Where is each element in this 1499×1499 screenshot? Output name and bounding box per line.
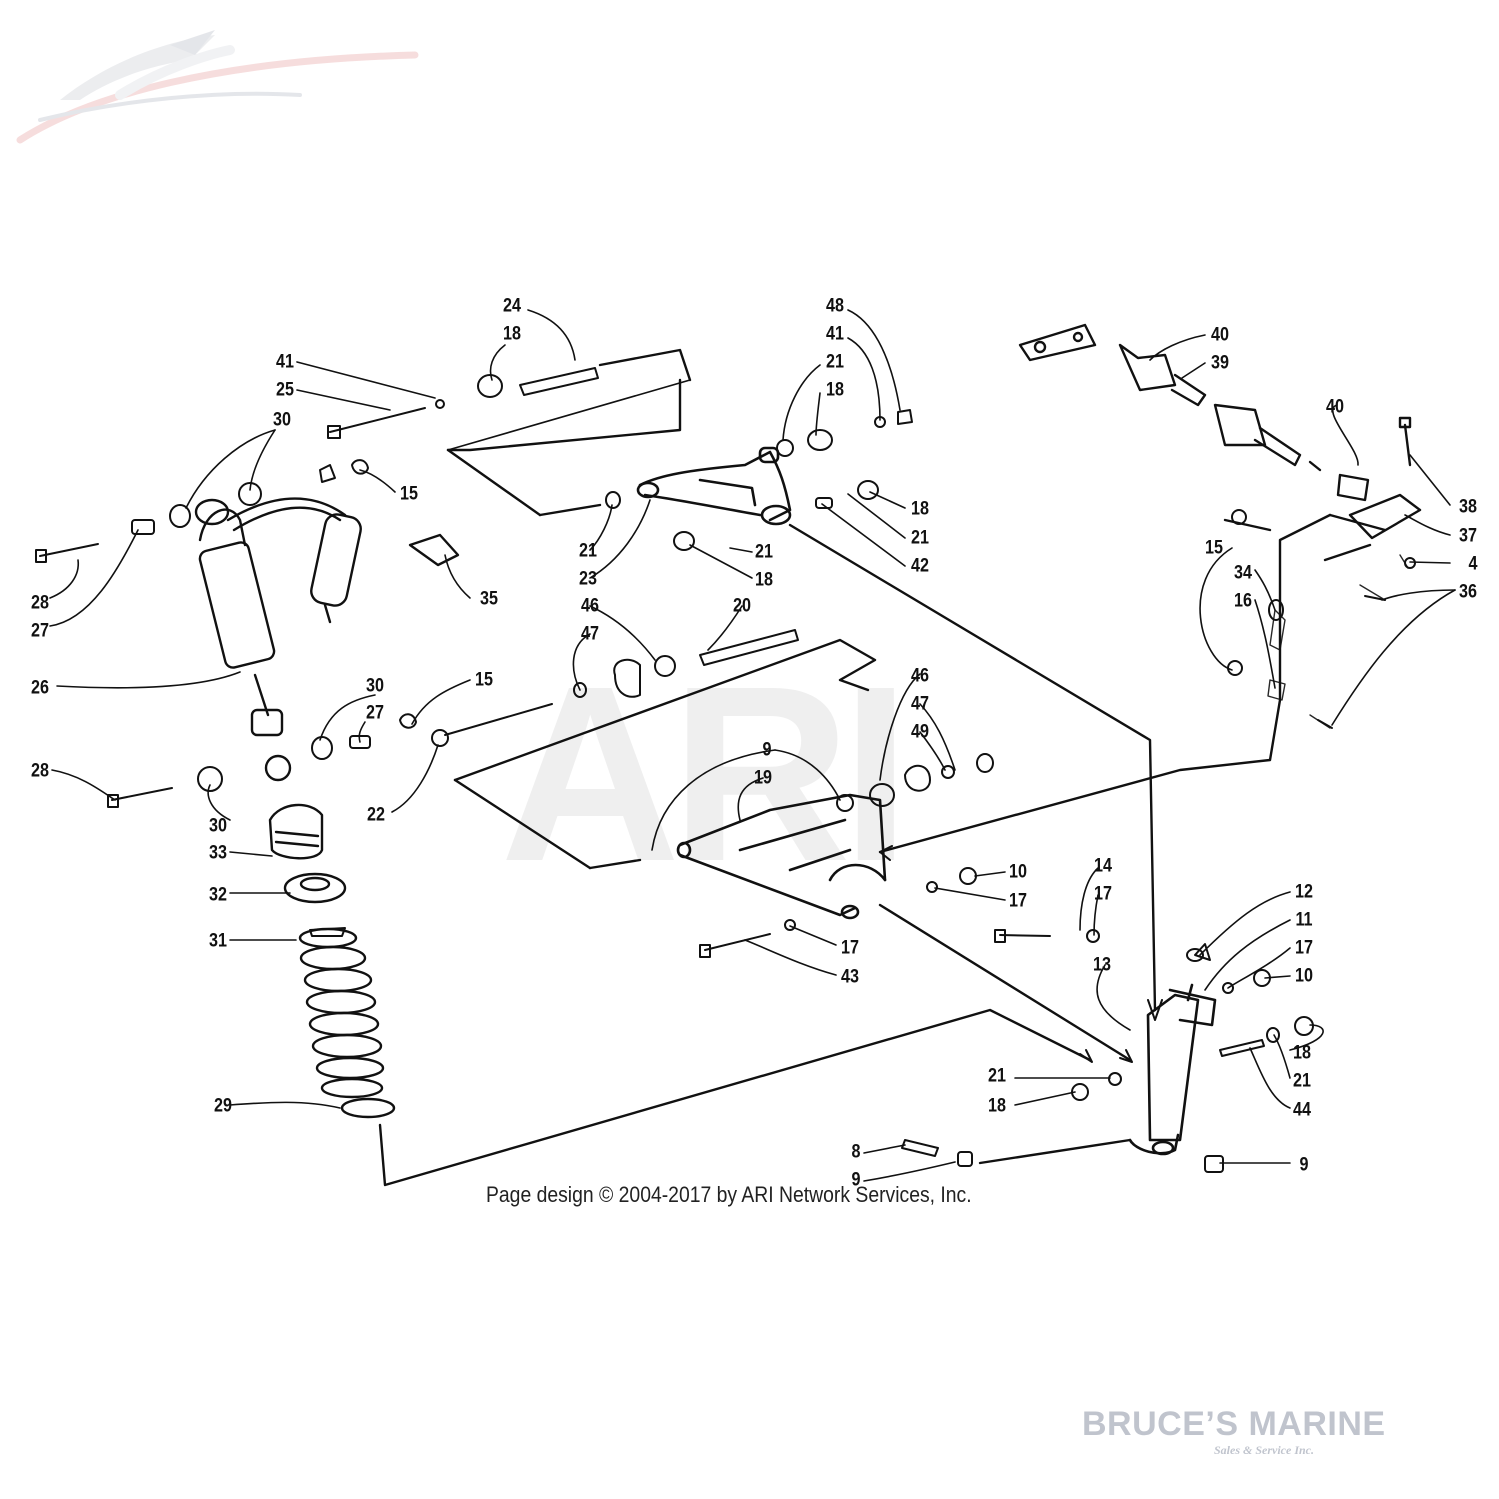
- callout-17: 17: [1094, 883, 1112, 905]
- callout-21: 21: [911, 527, 929, 549]
- callout-21: 21: [826, 351, 844, 373]
- callout-30: 30: [273, 409, 291, 431]
- lower-a-arm: [676, 793, 887, 920]
- callout-20: 20: [733, 595, 751, 617]
- callout-43: 43: [841, 966, 859, 988]
- callout-42: 42: [911, 555, 929, 577]
- callout-46: 46: [911, 665, 929, 687]
- callout-49: 49: [911, 721, 929, 743]
- callout-35: 35: [480, 588, 498, 610]
- callout-29: 29: [214, 1095, 232, 1117]
- callout-23: 23: [579, 568, 597, 590]
- callout-21: 21: [579, 540, 597, 562]
- spindle-knuckle: [1128, 983, 1217, 1156]
- callout-47: 47: [911, 693, 929, 715]
- callout-27: 27: [366, 702, 384, 724]
- fasteners: [35, 367, 1416, 1173]
- callout-34: 34: [1234, 562, 1252, 584]
- shock-absorber: [194, 497, 460, 782]
- callout-9: 9: [762, 739, 772, 761]
- dealer-logo-boat-icon: [16, 30, 419, 144]
- callout-10: 10: [1009, 861, 1027, 883]
- callout-11: 11: [1295, 909, 1313, 931]
- callout-16: 16: [1234, 590, 1252, 612]
- callout-9: 9: [1299, 1154, 1309, 1176]
- callout-37: 37: [1459, 525, 1477, 547]
- callout-40: 40: [1211, 324, 1229, 346]
- callout-21: 21: [1293, 1070, 1311, 1092]
- callout-22: 22: [367, 804, 385, 826]
- dealer-logo-name: BRUCE’S MARINE: [1082, 1405, 1386, 1443]
- upper-a-arm: [636, 446, 792, 526]
- callout-18: 18: [988, 1095, 1006, 1117]
- callout-33: 33: [209, 842, 227, 864]
- callout-25: 25: [276, 379, 294, 401]
- callout-32: 32: [209, 884, 227, 906]
- callout-18: 18: [1293, 1042, 1311, 1064]
- dealer-logo-tagline: Sales & Service Inc.: [1214, 1443, 1314, 1457]
- callout-15: 15: [400, 483, 418, 505]
- callout-19: 19: [754, 767, 772, 789]
- callout-17: 17: [841, 937, 859, 959]
- callout-21: 21: [755, 541, 773, 563]
- assembly-lines: [378, 348, 1387, 1187]
- copyright-notice: Page design © 2004-2017 by ARI Network S…: [486, 1182, 972, 1207]
- callout-21: 21: [988, 1065, 1006, 1087]
- callout-47: 47: [581, 623, 599, 645]
- callout-14: 14: [1094, 855, 1112, 877]
- callout-46: 46: [581, 595, 599, 617]
- callout-9: 9: [851, 1169, 861, 1191]
- callout-41: 41: [276, 351, 294, 373]
- callout-10: 10: [1295, 965, 1313, 987]
- callout-17: 17: [1009, 890, 1027, 912]
- tie-rod: [1018, 323, 1422, 540]
- callout-40: 40: [1326, 396, 1344, 418]
- callout-36: 36: [1459, 581, 1477, 603]
- callout-28: 28: [31, 592, 49, 614]
- callout-26: 26: [31, 677, 49, 699]
- callout-15: 15: [475, 669, 493, 691]
- callout-15: 15: [1205, 537, 1223, 559]
- callout-18: 18: [826, 379, 844, 401]
- callout-12: 12: [1295, 881, 1313, 903]
- outline-panels: [1267, 554, 1409, 729]
- callout-30: 30: [366, 675, 384, 697]
- callout-8: 8: [851, 1141, 861, 1163]
- callout-30: 30: [209, 815, 227, 837]
- callout-18: 18: [755, 569, 773, 591]
- callout-17: 17: [1295, 937, 1313, 959]
- callout-44: 44: [1293, 1099, 1311, 1121]
- coil-spring: [268, 803, 396, 1119]
- callout-4: 4: [1468, 553, 1478, 575]
- callout-18: 18: [911, 498, 929, 520]
- callout-31: 31: [209, 930, 227, 952]
- callout-39: 39: [1211, 352, 1229, 374]
- callout-13: 13: [1093, 954, 1111, 976]
- callout-28: 28: [31, 760, 49, 782]
- callout-48: 48: [826, 295, 844, 317]
- callout-18: 18: [503, 323, 521, 345]
- callout-27: 27: [31, 620, 49, 642]
- callout-41: 41: [826, 323, 844, 345]
- callout-24: 24: [503, 295, 521, 317]
- callout-38: 38: [1459, 496, 1477, 518]
